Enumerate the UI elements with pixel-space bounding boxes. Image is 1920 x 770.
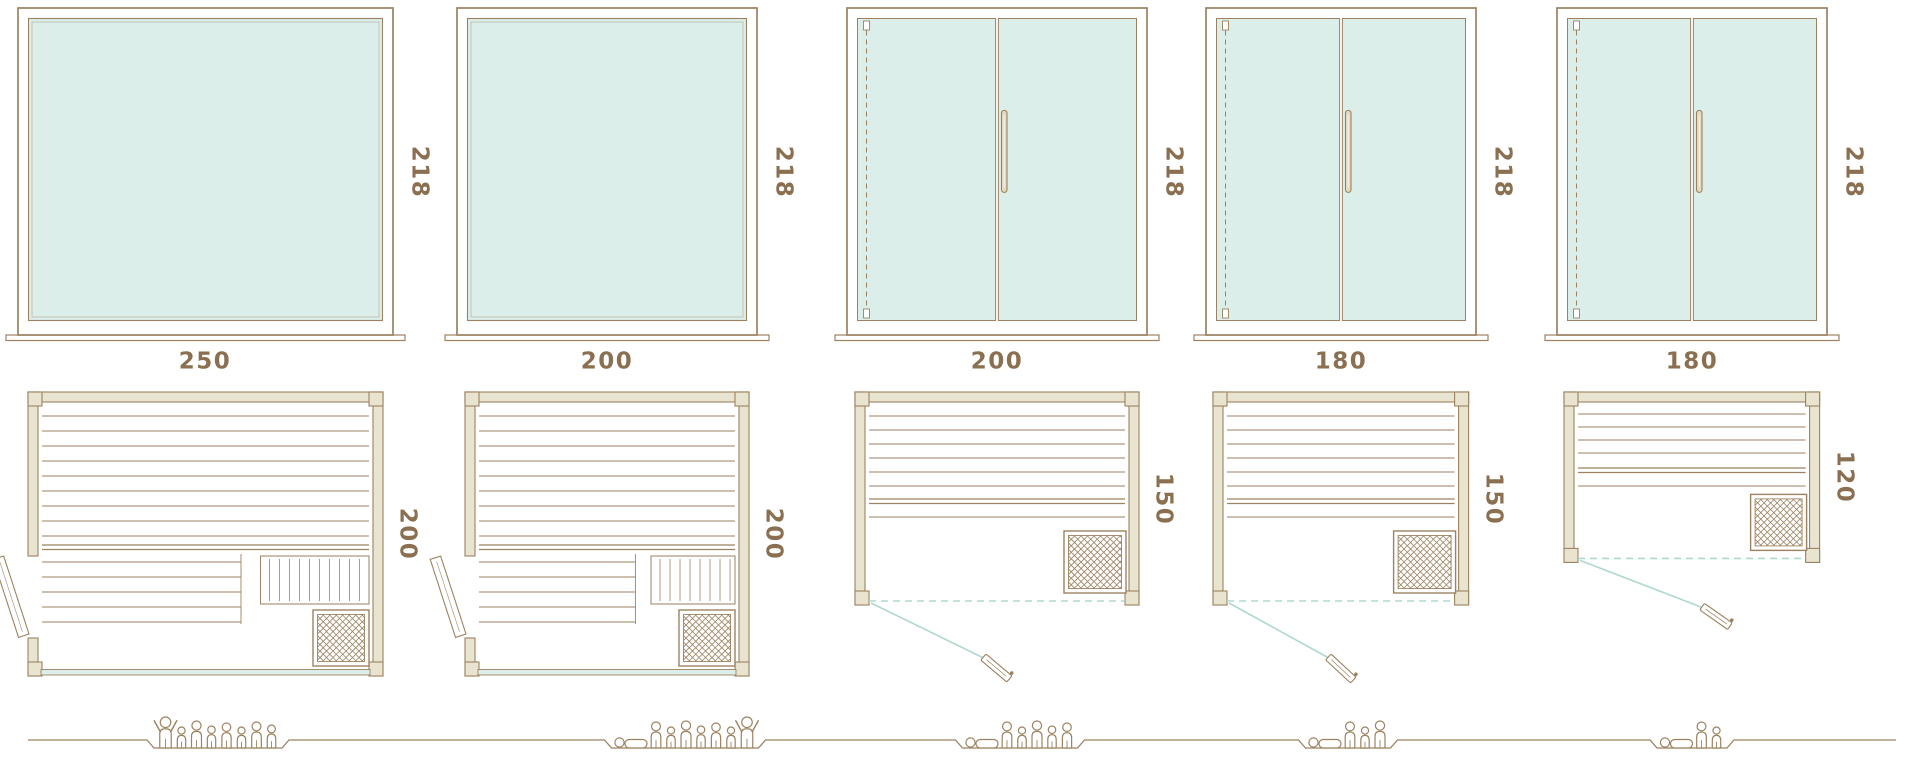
floor-plan-svg — [0, 391, 384, 677]
person-icon — [176, 726, 187, 749]
person-lying-icon — [965, 737, 999, 749]
person-lying-icon — [614, 737, 648, 749]
height-dimension: 218 — [1489, 145, 1516, 198]
glass-door-elevation — [1193, 7, 1489, 342]
floor-plan — [417, 388, 759, 684]
glass-door-elevation — [1544, 7, 1840, 342]
glass-front-elevation — [444, 7, 770, 342]
heater-icon — [1755, 498, 1803, 546]
person-icon — [1047, 725, 1057, 749]
heater-icon — [1398, 535, 1452, 589]
heater-icon — [317, 614, 364, 662]
person-icon — [266, 724, 277, 749]
ground-line — [28, 739, 1896, 749]
door-handle-icon — [1000, 109, 1008, 193]
open-door-leaf — [429, 555, 467, 639]
person-icon — [153, 716, 178, 749]
glass-front-elevation — [4, 7, 406, 342]
person-icon — [190, 720, 203, 749]
person-icon — [1061, 722, 1073, 749]
depth-dimension: 200 — [760, 507, 787, 561]
person-icon — [1001, 721, 1013, 749]
width-dimension: 180 — [1665, 348, 1719, 375]
person-icon — [1031, 720, 1043, 749]
width-dimension: 250 — [178, 348, 232, 375]
person-icon — [696, 725, 706, 749]
person-icon — [1360, 726, 1370, 749]
floor-plan — [807, 388, 1149, 691]
person-icon — [726, 726, 736, 749]
person-icon — [650, 721, 662, 749]
heater-icon — [1068, 535, 1122, 589]
floor-plan-svg — [1212, 391, 1470, 683]
width-dimension: 200 — [580, 348, 634, 375]
person-icon — [710, 722, 722, 749]
open-glass-door-leaf — [1325, 654, 1358, 683]
floor-plan-svg — [1563, 391, 1821, 630]
glass-door-elevation — [834, 7, 1160, 342]
floor-plan-svg — [854, 391, 1140, 682]
front-elevation — [2, 5, 409, 349]
width-dimension: 180 — [1314, 348, 1368, 375]
front-elevation — [1541, 5, 1843, 349]
depth-dimension: 150 — [1480, 472, 1507, 525]
person-icon — [1344, 721, 1356, 749]
capacity-figures-svg — [28, 716, 1896, 749]
open-glass-door-leaf — [1700, 603, 1734, 630]
person-icon — [1017, 726, 1027, 749]
floor-plan — [0, 388, 393, 684]
floor-plan — [1165, 388, 1479, 691]
person-lying-icon — [1659, 737, 1694, 749]
open-glass-door-leaf — [980, 654, 1014, 682]
backrest-slats — [650, 555, 736, 605]
person-lying-icon — [1308, 737, 1342, 749]
front-elevation — [1190, 5, 1492, 349]
person-icon — [735, 716, 759, 749]
person-icon — [1374, 720, 1386, 749]
backrest-slats — [259, 555, 369, 605]
person-icon — [666, 726, 676, 749]
depth-dimension: 200 — [394, 507, 420, 561]
height-dimension: 218 — [770, 145, 797, 198]
height-dimension: 218 — [406, 145, 432, 198]
door-handle-icon — [1344, 109, 1352, 193]
person-icon — [1711, 726, 1722, 749]
person-icon — [206, 725, 217, 749]
depth-dimension: 120 — [1831, 450, 1858, 504]
open-door-leaf — [0, 555, 30, 639]
door-handle-icon — [1695, 109, 1703, 193]
person-icon — [251, 721, 262, 749]
person-icon — [221, 722, 232, 749]
front-elevation — [441, 5, 773, 349]
height-dimension: 218 — [1840, 145, 1867, 198]
width-dimension: 200 — [970, 348, 1024, 375]
person-icon — [1696, 721, 1707, 749]
heater-icon — [683, 614, 731, 662]
floor-plan — [1516, 388, 1830, 648]
floor-plan-svg — [429, 391, 750, 677]
capacity-figures-row — [0, 688, 1920, 770]
height-dimension: 218 — [1160, 145, 1187, 198]
front-elevation — [831, 5, 1163, 349]
person-icon — [236, 726, 247, 749]
person-icon — [680, 720, 692, 749]
